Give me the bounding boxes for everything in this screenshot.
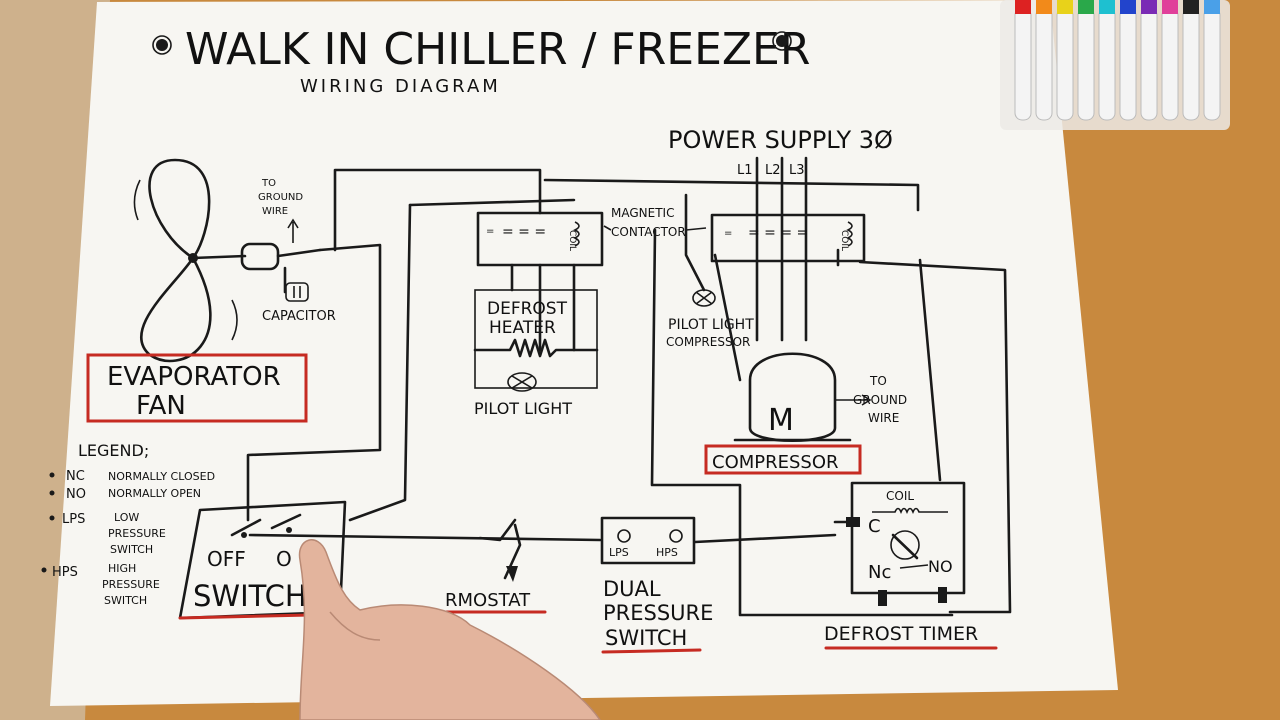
switch-on: O: [276, 547, 292, 571]
dual-pressure-switch: LPS HPS DUAL PRESSURE SWITCH: [600, 516, 713, 654]
switch-off: OFF: [207, 547, 246, 571]
legend: LEGEND; NC NORMALLY CLOSED NO NORMALLY O…: [41, 441, 215, 607]
compressor-label: COMPRESSOR: [712, 452, 839, 473]
legend-no-text: NORMALLY OPEN: [108, 487, 201, 500]
marker-cap-green: [1078, 0, 1094, 14]
page-subtitle: WIRING DIAGRAM: [300, 76, 501, 97]
hps-label: HPS: [656, 546, 678, 559]
timer-coil-label: COIL: [886, 489, 914, 503]
dual-label2: PRESSURE: [603, 601, 713, 625]
marker-yellow: [1056, 7, 1074, 121]
ground-right-text: GROUND: [853, 393, 907, 407]
marker-cap-black: [1183, 0, 1199, 14]
defrost-heater-label1: DEFROST: [487, 299, 568, 319]
marker-cap-red: [1015, 0, 1031, 14]
ground-left-text3: WIRE: [262, 206, 288, 217]
pilot-light-label: PILOT LIGHT: [474, 399, 572, 418]
legend-no-abbr: NO: [66, 487, 86, 502]
coil-label-left: COIL: [567, 230, 577, 251]
pilot-light-compressor-label1: PILOT LIGHT: [668, 317, 754, 333]
evaporator-label-line2: FAN: [136, 391, 186, 421]
timer-no: NO: [928, 557, 953, 576]
svg-text:SWITCH: SWITCH: [110, 543, 153, 556]
svg-text:LOW: LOW: [114, 511, 139, 524]
thermostat-label: RMOSTAT: [445, 590, 531, 611]
svg-text:SWITCH: SWITCH: [104, 594, 147, 607]
marker-blue: [1119, 7, 1137, 121]
evaporator-label-line1: EVAPORATOR: [107, 362, 281, 392]
marker-cap-yellow: [1057, 0, 1073, 14]
svg-text:= = = =: = = = =: [748, 225, 808, 241]
svg-text:WIRE: WIRE: [868, 411, 899, 425]
marker-green: [1077, 7, 1095, 121]
svg-text:TO: TO: [869, 374, 887, 388]
marker-cap-purple: [1141, 0, 1157, 14]
marker-cap-light-blue: [1204, 0, 1220, 14]
defrost-heater: DEFROST HEATER PILOT LIGHT: [473, 289, 599, 418]
marker-cap-cyan: [1099, 0, 1115, 14]
evaporator-fan: EVAPORATOR FAN: [86, 158, 322, 423]
marker-purple: [1140, 7, 1158, 121]
pilot-light-compressor-label2: COMPRESSOR: [666, 335, 750, 349]
contactor-right: = = = = = COIL: [710, 213, 866, 263]
lps-label: LPS: [609, 546, 629, 559]
switch: OFF O SWITCH: [178, 500, 347, 620]
ground-left-text2: GROUND: [258, 192, 303, 203]
svg-text:= = =: = = =: [502, 224, 546, 240]
marker-pink: [1161, 7, 1179, 121]
pilot-light-compressor: PILOT LIGHT COMPRESSOR: [666, 289, 754, 349]
pointing-hand: [298, 539, 601, 720]
svg-text:HIGH: HIGH: [108, 562, 136, 575]
marker-cap-blue: [1120, 0, 1136, 14]
defrost-timer: COIL C Nc NO DEFROST TIMER: [824, 481, 998, 650]
marker-pack: [1000, 0, 1230, 130]
line-l1: L1: [737, 163, 753, 178]
line-l3: L3: [789, 163, 805, 178]
svg-text:=: =: [486, 226, 494, 237]
page-title: WALK IN CHILLER / FREEZER: [185, 24, 810, 75]
svg-text:=: =: [724, 228, 732, 239]
switch-label: SWITCH: [193, 579, 307, 613]
compressor: M TO GROUND WIRE COMPRESSOR: [704, 352, 907, 475]
legend-nc-text: NORMALLY CLOSED: [108, 470, 215, 483]
legend-nc-abbr: NC: [66, 469, 85, 484]
dual-label3: SWITCH: [605, 626, 687, 650]
timer-nc: Nc: [868, 562, 891, 583]
marker-black: [1182, 7, 1200, 121]
marker-cyan: [1098, 7, 1116, 121]
magnetic-contactor-label1: MAGNETIC: [611, 206, 674, 220]
capacitor-label: CAPACITOR: [262, 309, 336, 324]
coil-label-right: COIL: [839, 230, 849, 251]
motor-letter: M: [768, 403, 794, 438]
svg-text:PRESSURE: PRESSURE: [108, 527, 166, 540]
defrost-heater-label2: HEATER: [489, 318, 556, 338]
line-l2: L2: [765, 163, 781, 178]
power-supply-label: POWER SUPPLY 3Ø: [668, 126, 893, 154]
svg-text:PRESSURE: PRESSURE: [102, 578, 160, 591]
defrost-timer-label: DEFROST TIMER: [824, 623, 978, 645]
marker-red: [1014, 7, 1032, 121]
wiring: [246, 168, 1012, 617]
timer-c: C: [868, 516, 881, 537]
title-group: WALK IN CHILLER / FREEZER WIRING DIAGRAM: [152, 24, 810, 97]
ground-left-text1: TO: [261, 178, 276, 189]
thermostat: RMOSTAT: [443, 518, 547, 614]
marker-orange: [1035, 7, 1053, 121]
marker-cap-pink: [1162, 0, 1178, 14]
ground-left: TO GROUND WIRE: [258, 178, 303, 243]
marker-light-blue: [1203, 7, 1221, 121]
legend-hps-abbr: HPS: [52, 565, 78, 580]
power-supply: POWER SUPPLY 3Ø L1 L2 L3: [668, 126, 893, 342]
legend-lps-abbr: LPS: [62, 512, 85, 527]
magnetic-contactor-label2: CONTACTOR: [611, 225, 686, 239]
marker-cap-orange: [1036, 0, 1052, 14]
dual-label1: DUAL: [603, 577, 661, 601]
legend-title: LEGEND;: [78, 441, 149, 460]
capacitor: CAPACITOR: [262, 282, 336, 324]
